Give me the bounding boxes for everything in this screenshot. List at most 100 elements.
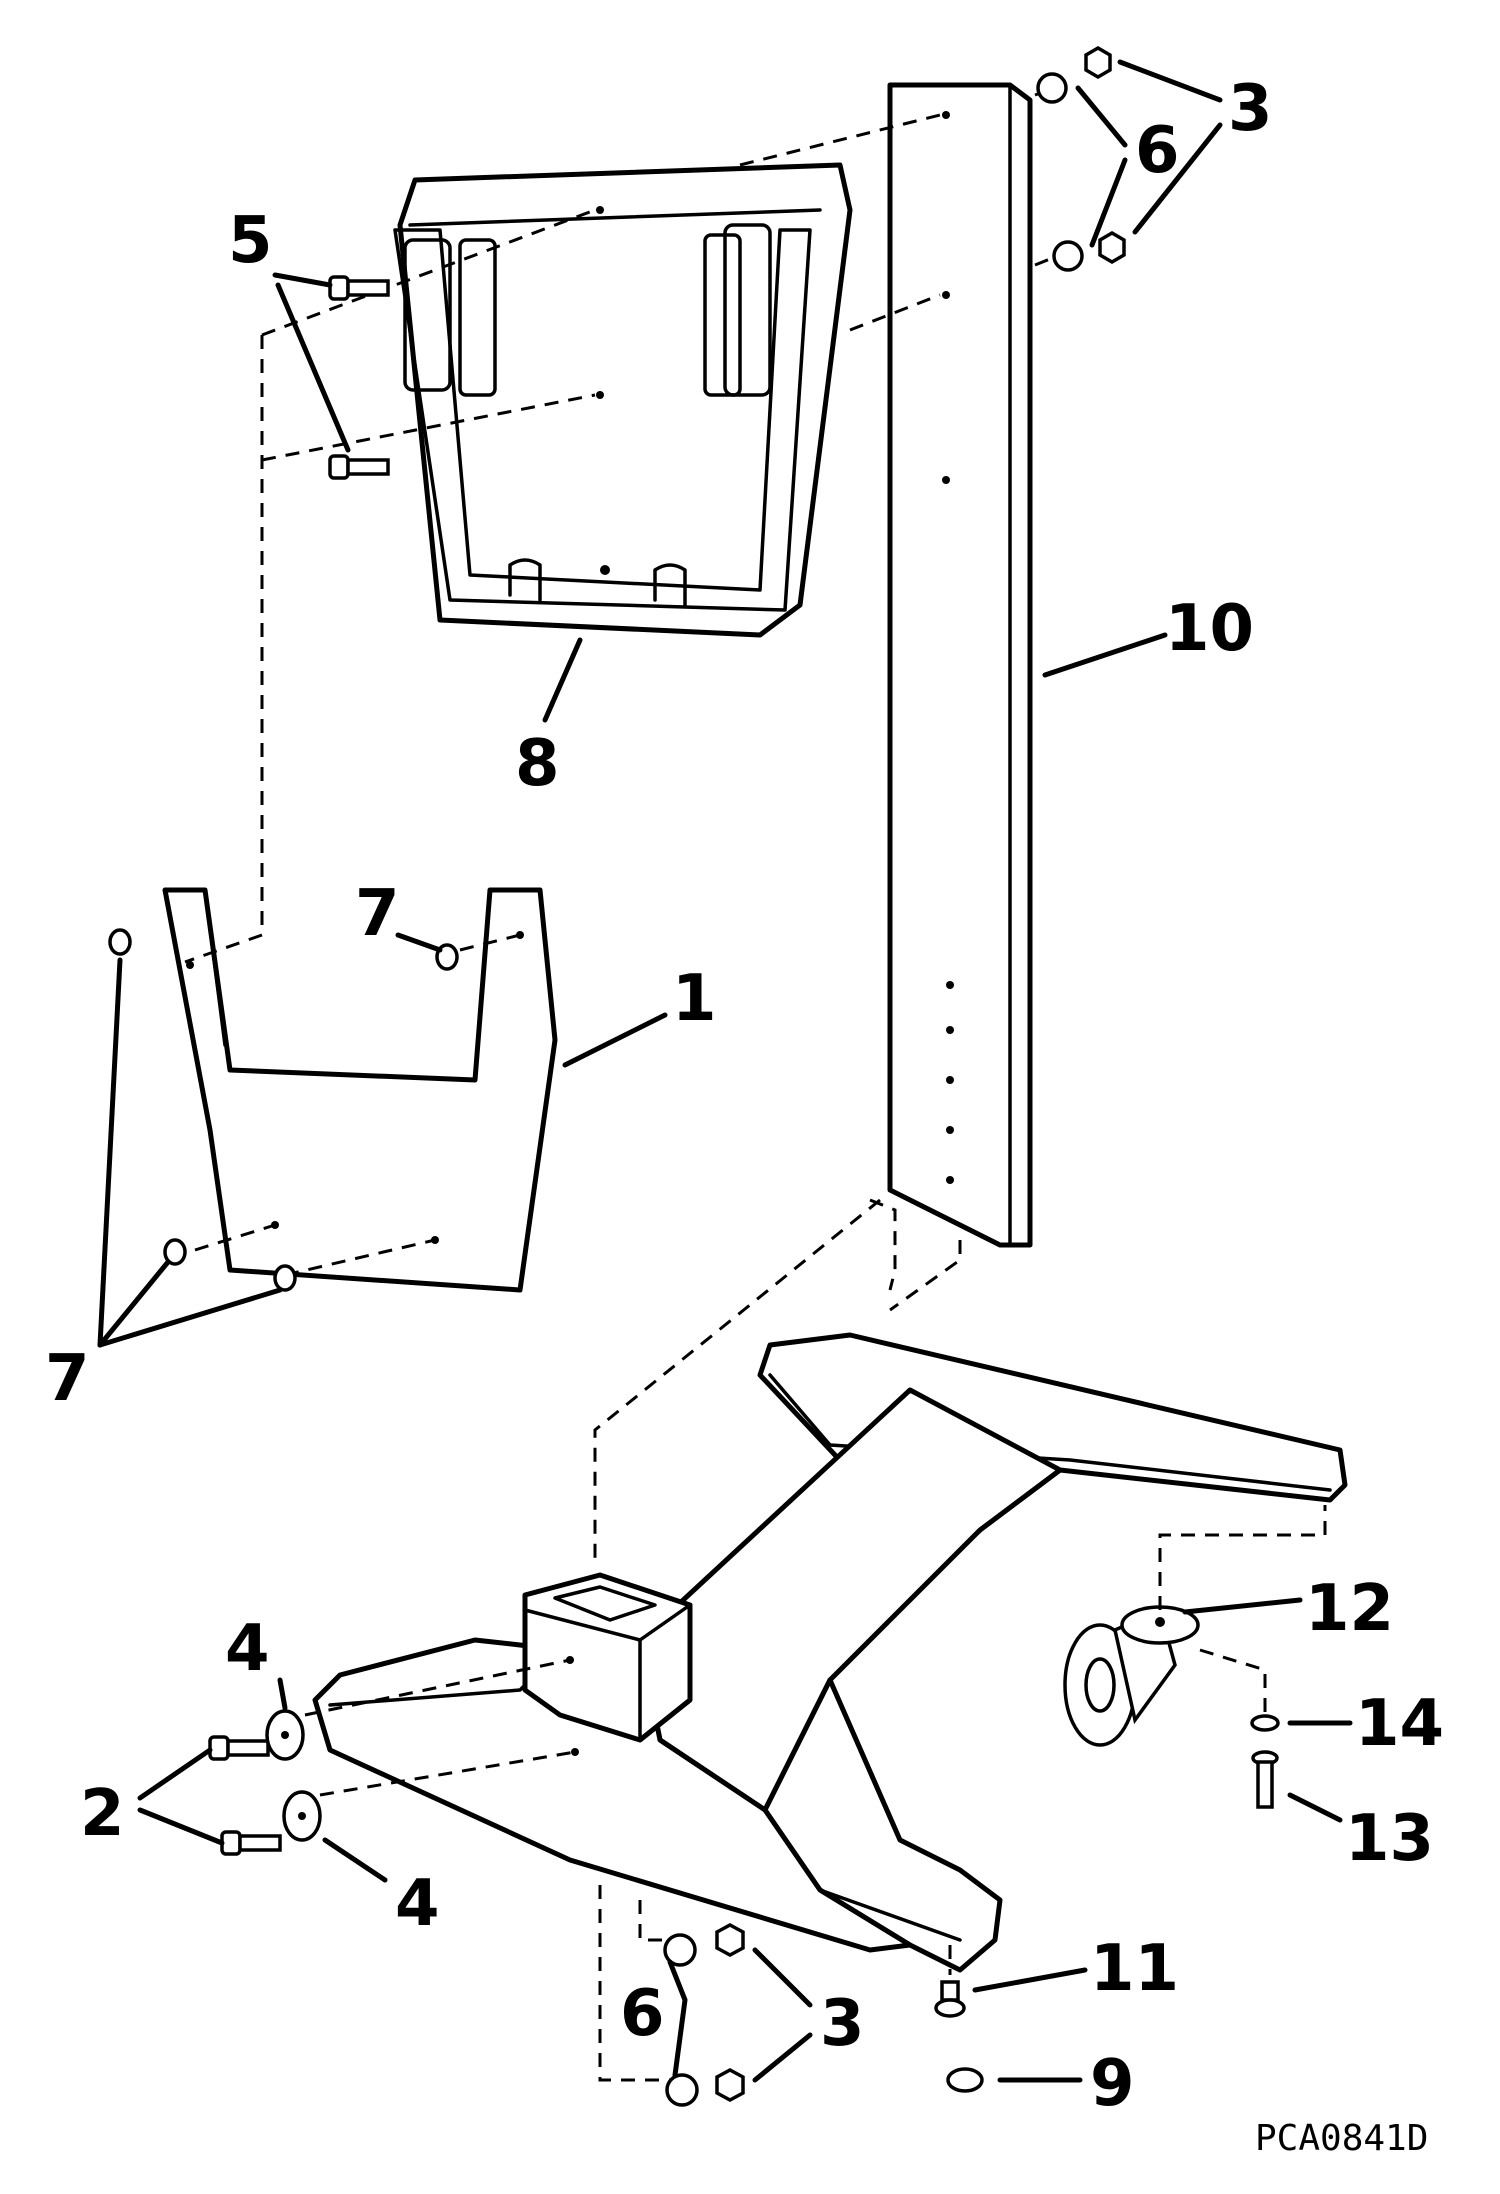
- callout-labels: 3 6 5 10 8 7 1 7 4 2 4 12 14 13 11 6 3 9…: [45, 72, 1444, 2159]
- dash-line: [1034, 253, 1061, 267]
- callout-13: 13: [1345, 1802, 1434, 1876]
- leader-13: [1287, 1792, 1343, 1823]
- leader-11: [972, 1967, 1088, 1993]
- dash-line: [304, 1658, 571, 1717]
- column-part-10: [887, 82, 1033, 1248]
- screw-5: [328, 275, 390, 301]
- plug-7: [163, 1238, 187, 1266]
- leader-3-top: [1117, 59, 1223, 103]
- dash-line: [261, 393, 596, 462]
- cover-hole: [596, 206, 604, 214]
- front-panel-part-1: [162, 887, 558, 1293]
- dash-line: [638, 1900, 665, 1942]
- cover-slot-right: [723, 223, 772, 397]
- leader-7-low: [97, 1259, 171, 1348]
- leader-6-bottom: [667, 1959, 688, 2078]
- callout-9: 9: [1090, 2047, 1135, 2121]
- plug-7: [108, 928, 132, 956]
- dash-line: [184, 933, 263, 964]
- caster-stem: [1155, 1617, 1165, 1627]
- callout-6-bottom: 6: [620, 1977, 665, 2051]
- glide-11: [934, 1980, 966, 2018]
- caster-hub: [1084, 1657, 1116, 1713]
- cover-top-edge: [408, 208, 822, 227]
- callout-8: 8: [515, 727, 560, 801]
- leader-1: [562, 1012, 668, 1068]
- base-socket: [522, 1572, 693, 1743]
- dash-line: [459, 933, 521, 952]
- nut-3: [1098, 230, 1126, 265]
- cover-hole: [596, 391, 604, 399]
- callout-7-mid: 7: [355, 877, 400, 951]
- panel-hole: [186, 961, 194, 969]
- leader-3-bottom: [752, 2032, 813, 2083]
- column-front-face: [887, 82, 1033, 1248]
- assembly-lines: [184, 86, 1327, 2082]
- leader-7-low: [97, 957, 123, 1348]
- callout-3-bottom: 3: [820, 1987, 865, 2061]
- callout-7-low: 7: [45, 1342, 90, 1416]
- column-hole: [946, 1176, 954, 1184]
- dash-line: [1158, 1505, 1327, 1610]
- washer-6: [1052, 240, 1084, 272]
- leader-6-top: [1075, 85, 1128, 148]
- nut-3: [715, 2068, 745, 2102]
- dash-line: [261, 208, 596, 337]
- callout-10: 10: [1165, 592, 1254, 666]
- column-hole: [942, 111, 950, 119]
- callout-4-bottom: 4: [395, 1867, 440, 1941]
- washer-6: [1036, 72, 1068, 104]
- column-hole: [942, 476, 950, 484]
- leader-7-low: [97, 1287, 283, 1348]
- dash-line: [593, 1198, 881, 1560]
- callout-4-top: 4: [225, 1612, 270, 1686]
- washer-14: [1250, 1714, 1280, 1732]
- bolt-2: [220, 1830, 282, 1856]
- callout-14: 14: [1355, 1687, 1444, 1761]
- leader-3-top: [1132, 122, 1223, 235]
- cover-slot-right-inner: [703, 233, 742, 397]
- dash-line: [194, 1223, 276, 1252]
- leader-lines: [97, 59, 1353, 2083]
- leader-12: [1182, 1597, 1303, 1615]
- leader-7-mid: [395, 932, 443, 953]
- leader-4-top: [277, 1677, 288, 1711]
- leader-5: [275, 282, 351, 453]
- callout-2: 2: [80, 1777, 125, 1851]
- plug-7: [273, 1264, 297, 1292]
- washer-6: [663, 1933, 697, 1967]
- rear-cover-part-8: [393, 162, 853, 638]
- cover-tab-left: [508, 558, 542, 602]
- leader-4-bottom: [322, 1837, 388, 1883]
- leader-6-top: [1089, 157, 1128, 248]
- cover-slot-left-inner: [458, 238, 497, 397]
- pad-9: [946, 2067, 984, 2093]
- washer-6: [665, 2073, 699, 2107]
- leader-2: [137, 1807, 225, 1846]
- cover-hole: [600, 565, 610, 575]
- base-frame: [312, 1332, 1348, 1973]
- column-hole: [946, 1026, 954, 1034]
- column-hole: [946, 1076, 954, 1084]
- callout-5: 5: [228, 204, 273, 278]
- drawing-code: PCA0841D: [1255, 2118, 1428, 2159]
- bolt-13: [1251, 1750, 1279, 1809]
- dash-line: [739, 113, 941, 167]
- callout-11: 11: [1090, 1932, 1179, 2006]
- column-hole: [946, 1126, 954, 1134]
- base-front-right-edge: [818, 1888, 962, 1942]
- dash-line: [598, 1885, 675, 2082]
- base-socket-opening: [553, 1585, 657, 1622]
- leader-2: [137, 1747, 213, 1801]
- column-hole: [942, 291, 950, 299]
- dash-line: [1199, 1648, 1267, 1715]
- screw-5: [328, 454, 390, 480]
- cover-tab-right: [653, 563, 687, 607]
- hardware: [108, 45, 1280, 2107]
- leader-5: [272, 272, 333, 288]
- callout-6-top: 6: [1135, 114, 1180, 188]
- base-front-left-arm: [312, 1637, 913, 1953]
- cover-slot-left: [403, 238, 452, 392]
